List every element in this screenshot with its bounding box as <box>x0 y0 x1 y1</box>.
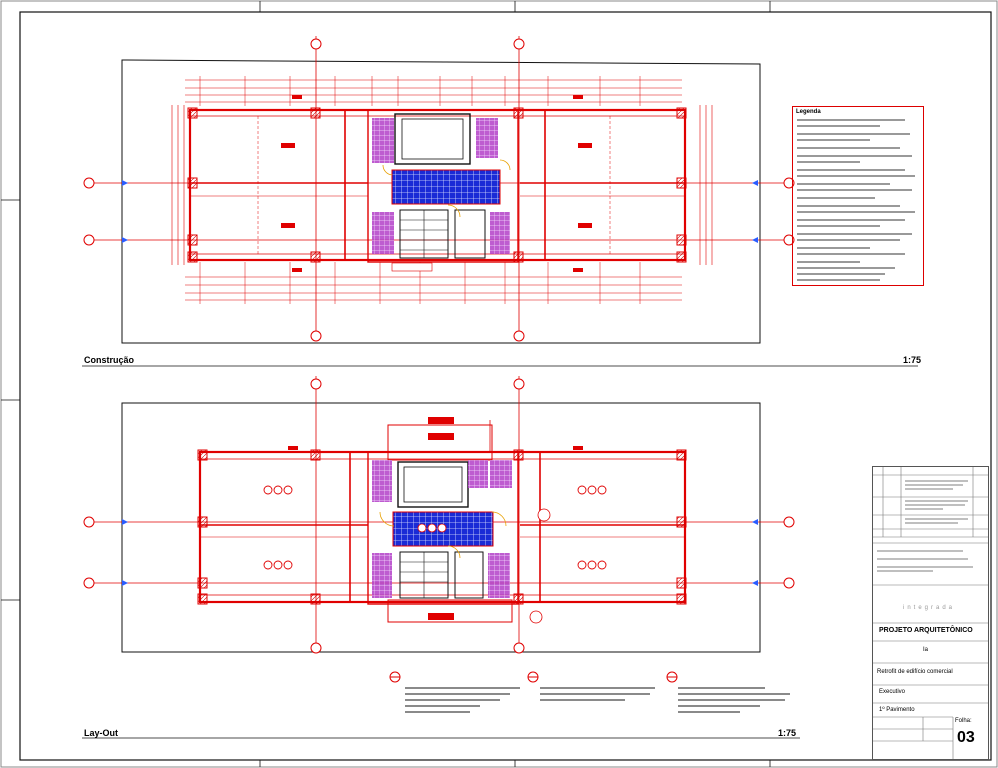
revision-table <box>873 467 988 759</box>
sheet-border <box>19 11 992 761</box>
door-swing-icon <box>379 511 507 559</box>
plan-scale-top: 1:75 <box>903 355 922 365</box>
company-name: integrada <box>903 605 956 611</box>
sheet-number: 03 <box>957 729 975 746</box>
core-construction <box>367 109 519 272</box>
layout-plan <box>82 376 800 739</box>
door-swing-icon <box>382 159 511 218</box>
grid-axis-bubble-icon <box>83 38 795 342</box>
furniture-symbol-icon <box>263 485 607 570</box>
sheet-label: Folha: <box>955 718 972 724</box>
project-name: Retrofit de edifício comercial <box>877 669 953 675</box>
grid-axis-bubble-icon <box>83 378 795 654</box>
title-block: integrada PROJETO ARQUITETÔNICO Ia Retro… <box>872 466 989 760</box>
plan-title-construction: Construção <box>84 355 135 365</box>
client-name: Ia <box>923 647 929 653</box>
construction-plan <box>82 36 918 367</box>
legend-box: Legenda <box>792 106 924 286</box>
plan-scale-bottom: 1:75 <box>778 728 797 738</box>
legend-title: Legenda <box>796 109 821 115</box>
core-layout <box>367 451 551 624</box>
plan-title-layout: Lay-Out <box>84 728 119 738</box>
discipline-label: PROJETO ARQUITETÔNICO <box>879 627 973 634</box>
section-arrow-icon <box>122 180 758 243</box>
project-phase: Executivo <box>879 689 906 695</box>
section-arrow-icon <box>122 519 758 586</box>
drawing-name: 1º Pavimento <box>879 707 915 713</box>
